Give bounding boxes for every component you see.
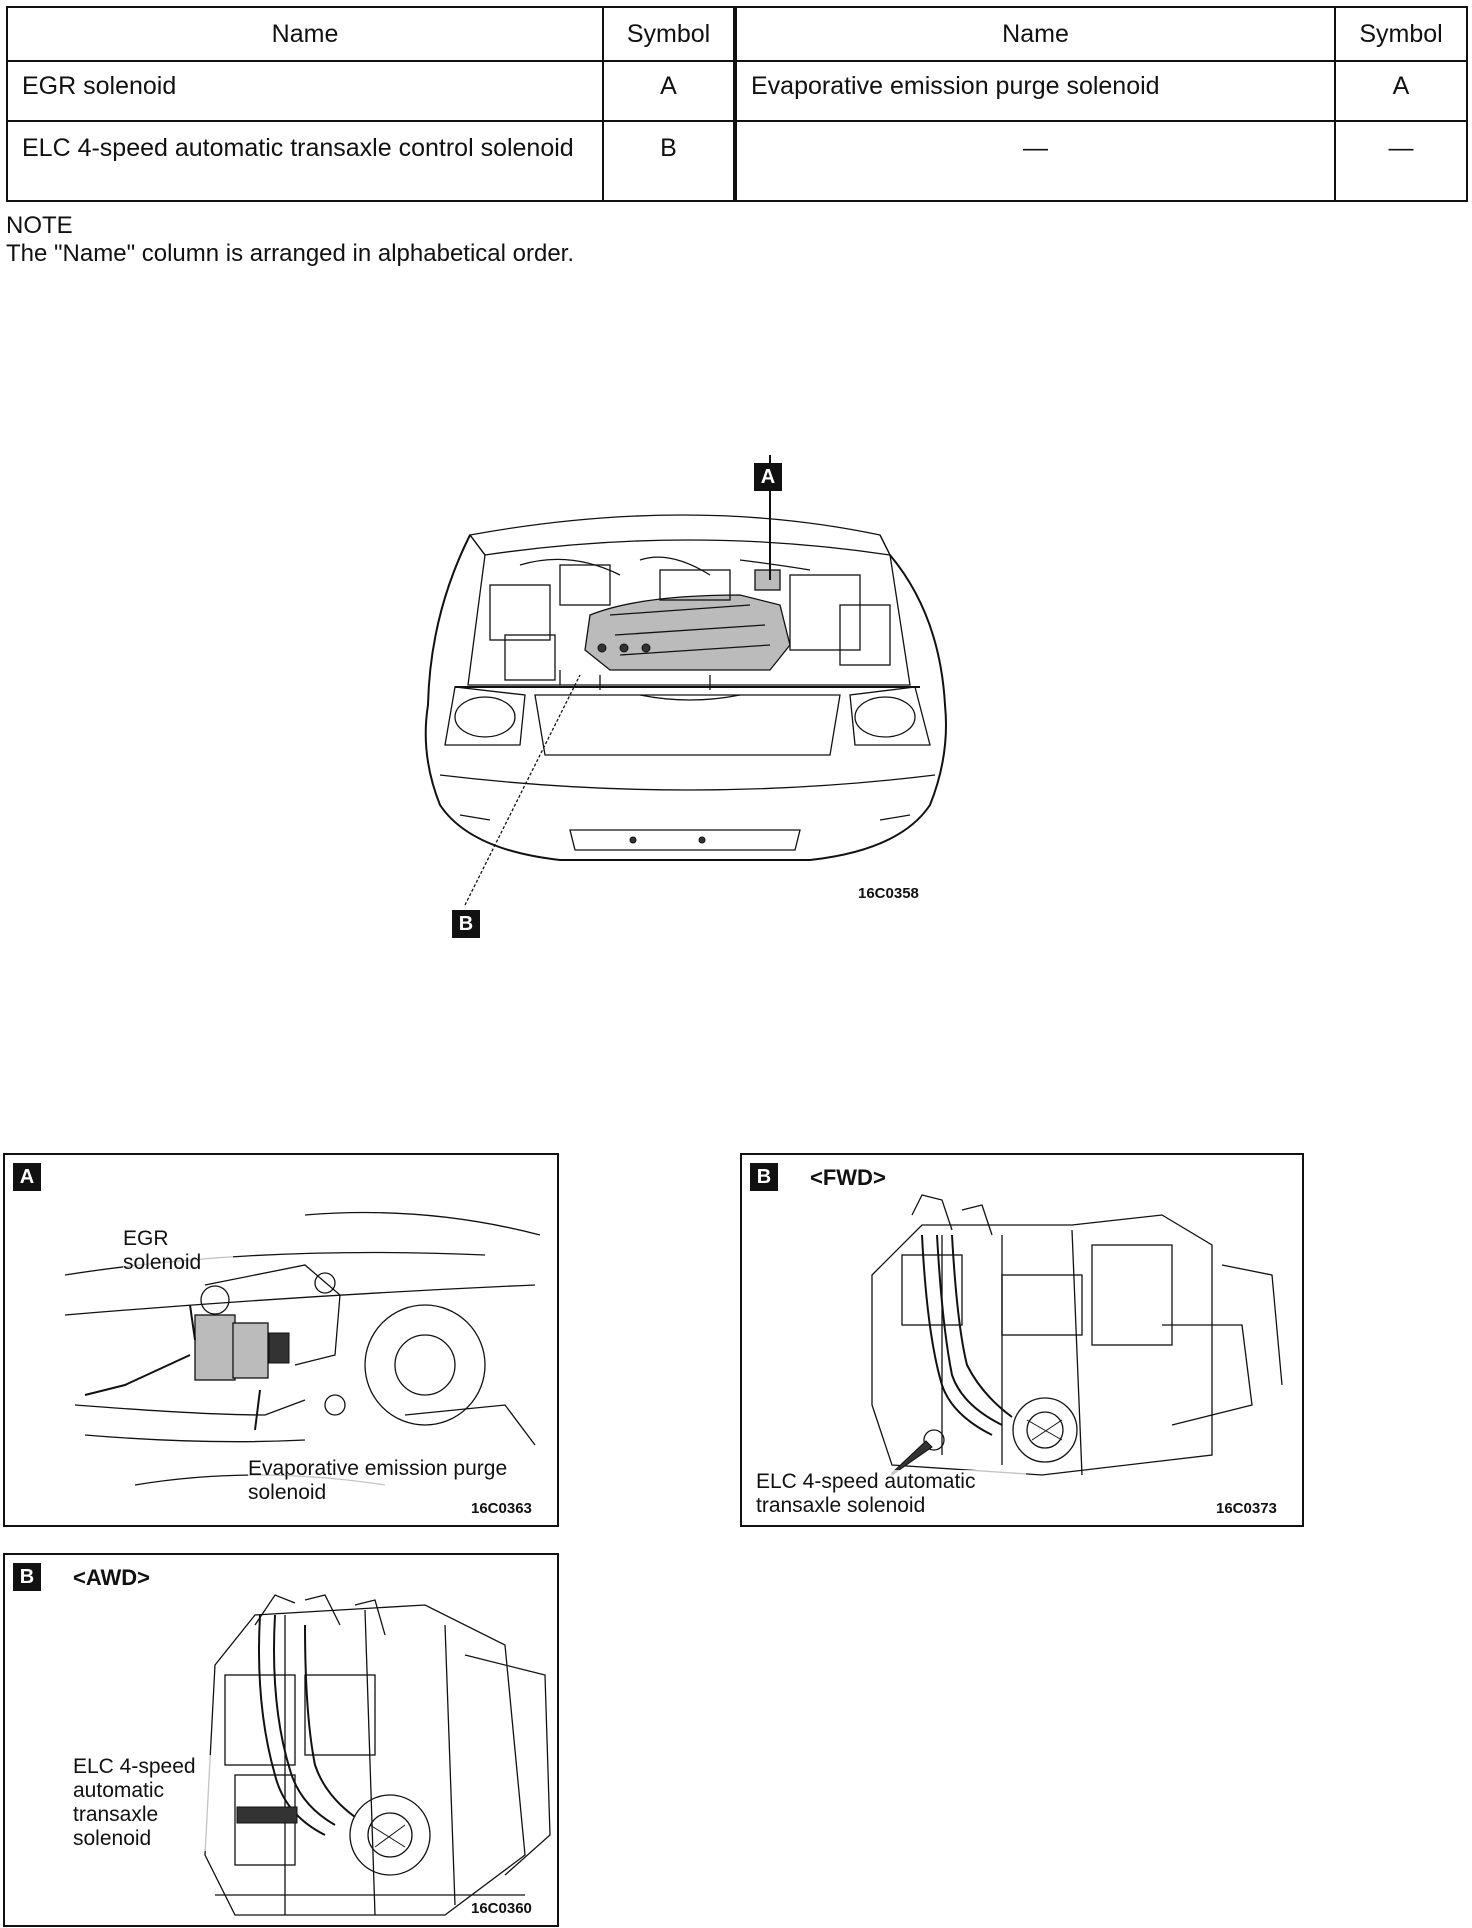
header-symbol-left: Symbol bbox=[602, 6, 737, 62]
panel-a-drawing bbox=[64, 1211, 541, 1486]
figure-code: 16C0360 bbox=[471, 1900, 532, 1917]
detail-panel-b-fwd: B <FWD> ELC 4-speed automatic transaxle … bbox=[740, 1153, 1304, 1527]
callout-elc-solenoid: ELC 4-speed automatic transaxle solenoid bbox=[73, 1755, 213, 1851]
cell-symbol: A bbox=[1334, 60, 1468, 122]
cell-name: Evaporative emission purge solenoid bbox=[734, 60, 1336, 122]
cell-symbol: B bbox=[602, 120, 737, 202]
detail-panel-a: A EGR solenoid Evaporative emission purg… bbox=[3, 1153, 559, 1527]
table-row: EGR solenoid A Evaporative emission purg… bbox=[6, 60, 1468, 122]
callout-badge-a: A bbox=[754, 463, 782, 491]
note-block: NOTE The "Name" column is arranged in al… bbox=[6, 212, 574, 268]
cell-symbol: — bbox=[1334, 120, 1468, 202]
panel-b-fwd-drawing bbox=[871, 1194, 1283, 1476]
callout-badge-b: B bbox=[452, 910, 480, 938]
component-table: Name Symbol Name Symbol EGR solenoid A E… bbox=[6, 6, 1468, 202]
panel-badge: A bbox=[13, 1163, 41, 1191]
figure-code: 16C0358 bbox=[858, 885, 919, 902]
callout-purge-solenoid: Evaporative emission purge solenoid bbox=[248, 1457, 508, 1505]
figure-code: 16C0373 bbox=[1216, 1500, 1277, 1517]
cell-name: EGR solenoid bbox=[6, 60, 604, 122]
callout-egr-solenoid: EGR solenoid bbox=[123, 1227, 233, 1275]
detail-panel-b-awd: B <AWD> ELC 4-speed automatic transaxle … bbox=[3, 1553, 559, 1927]
panel-badge: B bbox=[13, 1563, 41, 1591]
variant-label: <AWD> bbox=[73, 1565, 151, 1590]
variant-label: <FWD> bbox=[810, 1165, 886, 1190]
header-symbol-right: Symbol bbox=[1334, 6, 1468, 62]
engine-bay-figure bbox=[410, 455, 970, 945]
table-header-row: Name Symbol Name Symbol bbox=[6, 6, 1468, 62]
table-row: ELC 4-speed automatic transaxle control … bbox=[6, 120, 1468, 202]
cell-name: ELC 4-speed automatic transaxle control … bbox=[6, 120, 604, 202]
header-name-left: Name bbox=[6, 6, 604, 62]
cell-name: — bbox=[734, 120, 1336, 202]
panel-badge: B bbox=[750, 1163, 778, 1191]
note-text: The "Name" column is arranged in alphabe… bbox=[6, 240, 575, 267]
cell-symbol: A bbox=[602, 60, 737, 122]
header-name-right: Name bbox=[734, 6, 1336, 62]
figure-code: 16C0363 bbox=[471, 1500, 532, 1517]
note-heading: NOTE bbox=[6, 212, 73, 239]
panel-b-awd-drawing bbox=[204, 1594, 551, 1916]
callout-elc-solenoid: ELC 4-speed automatic transaxle solenoid bbox=[756, 1470, 1026, 1518]
engine-bay-drawing bbox=[424, 455, 947, 906]
